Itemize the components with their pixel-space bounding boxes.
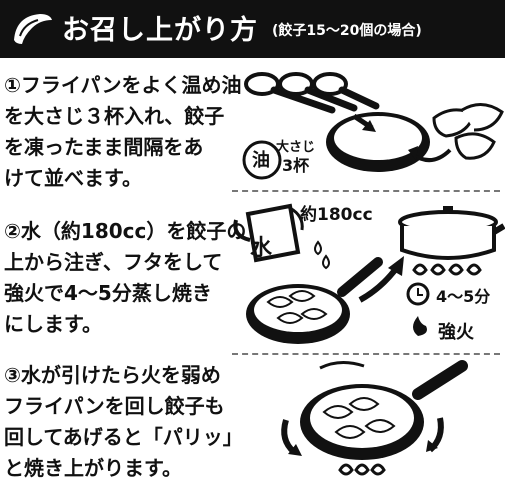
step-line: 回してあげると「パリッ」 (4, 425, 243, 449)
step-3-text: ③水が引けたら火を弱め フライパンを回し餃子も 回してあげると「パリッ」 と焼き… (4, 360, 243, 484)
flame-icon (413, 316, 427, 336)
step-line: 強火で4〜5分蒸し焼き (4, 281, 212, 305)
arrow-icon (358, 256, 404, 303)
heat-label: 強火 (438, 322, 474, 343)
flame-icon (338, 463, 386, 476)
water-jug-icon (233, 203, 304, 263)
gyoza-icon (432, 103, 504, 160)
step-line: フライパンを回し餃子も (4, 394, 225, 418)
header-bar: お召し上がり方 (餃子15〜20個の場合) (0, 0, 505, 58)
step-1-illustration (242, 72, 504, 180)
frying-pan-icon (246, 257, 383, 344)
oil-badge (242, 140, 282, 180)
step-line: けて並べます。 (4, 166, 142, 190)
gyoza-icon (322, 397, 396, 439)
time-label: 4〜5分 (436, 287, 491, 306)
step-line: を凍ったまま間隔をあ (4, 135, 204, 159)
step-line: ①フライパンをよく温め油 (4, 73, 242, 97)
spoon-icon (244, 72, 380, 114)
oil-label: 油 (252, 150, 270, 171)
step-line: 上から注ぎ、フタをして (4, 250, 223, 274)
gyoza-logo-icon (14, 14, 52, 44)
gyoza-icon (266, 290, 328, 324)
step-3-illustration (281, 360, 468, 476)
divider (232, 353, 500, 355)
step-1-text: ①フライパンをよく温め油 を大さじ３杯入れ、餃子 を凍ったまま間隔をあ けて並べ… (4, 70, 242, 194)
divider (232, 190, 500, 192)
water-label: 水 (250, 236, 273, 261)
step-line: を大さじ３杯入れ、餃子 (4, 104, 225, 128)
arrow-icon (408, 146, 452, 162)
rotate-arrow-icon (281, 361, 444, 456)
step-line: ②水（約180cc）を餃子の (4, 219, 247, 243)
step-line: にします。 (4, 312, 102, 336)
step-2-illustration (233, 203, 505, 344)
pot-icon (398, 206, 505, 260)
water-amount: 約180cc (300, 205, 373, 225)
step-line: ③水が引けたら火を弱め (4, 363, 221, 387)
page-title: お召し上がり方 (62, 15, 258, 46)
flame-icon (412, 263, 482, 276)
arrow-icon (352, 113, 376, 132)
oil-amount-top: 大さじ (276, 140, 316, 155)
clock-icon (406, 282, 430, 306)
oil-amount-bottom: 3杯 (282, 156, 310, 175)
frying-pan-icon (300, 360, 468, 460)
step-line: と焼き上がります。 (4, 456, 182, 480)
water-drop-icon (314, 240, 330, 270)
frying-pan-icon (326, 112, 430, 172)
page-subtitle: (餃子15〜20個の場合) (272, 23, 422, 39)
step-2-text: ②水（約180cc）を餃子の 上から注ぎ、フタをして 強火で4〜5分蒸し焼き に… (4, 216, 246, 340)
